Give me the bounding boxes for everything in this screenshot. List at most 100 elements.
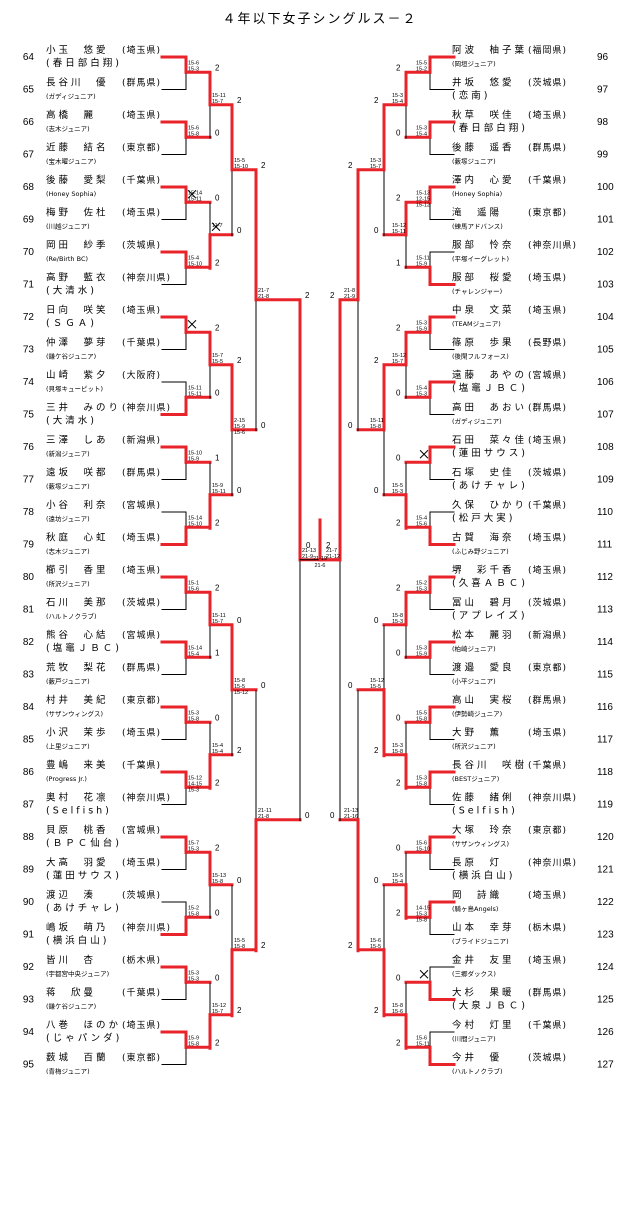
- R-r2-m7-score-1: 15-5: [392, 873, 403, 879]
- player-78-club: (遠坊ジュニア): [46, 514, 90, 523]
- R-r1-m10-score-2: 15-9: [416, 651, 427, 657]
- player-70-club: (Re/Birth BC): [46, 255, 88, 263]
- L-r1-m3-score-2: 15-11: [188, 196, 202, 202]
- player-116-club: (伊勢崎ジュニア): [452, 709, 502, 718]
- R-r2-m7-score-2: 15-4: [392, 879, 403, 885]
- player-120-number: 120: [597, 832, 614, 843]
- L-r4-m1-score-2: 21-8: [258, 294, 269, 300]
- L-r2-m6-score-1: 15-4: [212, 743, 223, 749]
- player-87-number: 87: [23, 800, 35, 811]
- L-r2-m7-score-1: 15-13: [212, 873, 226, 879]
- L-r2-m6-sets-top: 0: [215, 713, 220, 722]
- L-r2-m2-sets-bottom: 2: [215, 258, 220, 267]
- L-r2-m5-sets-bottom: 1: [215, 648, 220, 657]
- player-73-prefecture: (千葉県): [122, 337, 161, 349]
- L-r2-m8-score-1: 15-12: [212, 1003, 226, 1009]
- player-65-number: 65: [23, 85, 35, 96]
- player-98-name: 秋草 咲佳: [452, 109, 515, 121]
- player-95-club: (青梅ジュニア): [46, 1067, 90, 1076]
- player-123-club: (ブライドジュニア): [452, 937, 509, 946]
- player-99-club: (藪塚ジュニア): [452, 157, 496, 166]
- player-76-number: 76: [23, 442, 35, 453]
- player-70-number: 70: [23, 247, 35, 258]
- player-100-club: (Honey Sophia): [452, 190, 502, 198]
- player-74-prefecture: (大阪府): [122, 369, 161, 381]
- R-r2-m8-sets-top: 0: [396, 973, 401, 982]
- player-117-club: (所沢ジュニア): [452, 742, 496, 751]
- L-r2-m8-sets-top: 0: [215, 973, 220, 982]
- L-r3-m3-sets-bottom: 2: [237, 746, 242, 755]
- L-r1-m14-score-1: 15-2: [188, 905, 199, 911]
- player-95-name: 薮城 百蘭: [46, 1052, 109, 1064]
- L-r2-m6-score-2: 15-4: [212, 749, 223, 755]
- L-r2-m6-sets-bottom: 2: [215, 778, 220, 787]
- player-71-name: 高野 藍衣: [46, 272, 109, 284]
- L-r2-m3-sets-bottom: 0: [215, 388, 220, 397]
- L-r2-m4-sets-top: 1: [215, 453, 220, 462]
- player-70-name: 岡田 紗季: [46, 239, 109, 251]
- player-65-name: 長谷川 優: [46, 77, 109, 89]
- player-92-name: 皆川 杏: [46, 954, 96, 966]
- player-66-prefecture: (埼玉県): [122, 109, 161, 121]
- R-r2-m3-sets-bottom: 0: [396, 388, 401, 397]
- R-r1-m13-score-1: 15-6: [416, 840, 427, 846]
- player-74-name: 山崎 紫夕: [46, 369, 109, 381]
- player-107-number: 107: [597, 410, 614, 421]
- R-r3-m1-sets-top: 2: [374, 96, 379, 105]
- final-sets-left: 0: [306, 541, 311, 550]
- player-90-prefecture: (茨城県): [122, 889, 161, 901]
- R-r3-m2-score-1: 15-11: [370, 418, 384, 424]
- L-r3-m3-score-3: 15-12: [234, 690, 248, 696]
- player-123-name: 山本 幸芽: [452, 922, 515, 934]
- R-r1-m12-score-1: 15-3: [416, 775, 427, 781]
- R-r4-m1-score-2: 21-9: [344, 294, 355, 300]
- R-r2-m1-sets-bottom: 0: [396, 128, 401, 137]
- player-85-club: (上里ジュニア): [46, 742, 90, 751]
- R-r1-m4-score-1: 15-11: [416, 255, 430, 261]
- player-112-club: (久喜ＡＢＣ): [452, 577, 528, 589]
- player-101-club: (練馬アドバンス): [452, 222, 503, 231]
- player-67-name: 近藤 結名: [46, 142, 109, 154]
- player-107-name: 高田 あおい: [452, 402, 527, 414]
- player-125-name: 大杉 果暖: [452, 987, 515, 999]
- R-r1-m5-score-1: 15-3: [416, 320, 427, 326]
- player-77-name: 遠坂 咲都: [46, 467, 109, 479]
- player-118-name: 長谷川 咲樹: [452, 759, 527, 771]
- L-r1-m8-score-1: 15-14: [188, 515, 202, 521]
- player-110-number: 110: [597, 507, 613, 518]
- L-r1-m15-score-2: 15-3: [188, 976, 199, 982]
- player-85-number: 85: [23, 735, 35, 746]
- player-65-prefecture: (群馬県): [122, 77, 161, 89]
- L-r1-m3-score-1: 15-14: [188, 190, 202, 196]
- player-81-name: 石川 美那: [46, 597, 109, 609]
- player-106-name: 遠藤 あやの: [452, 369, 527, 381]
- final-score-2: 21-6: [314, 563, 325, 569]
- L-r2-m1-sets-bottom: 0: [215, 128, 220, 137]
- player-115-club: (小平ジュニア): [452, 677, 496, 686]
- player-77-prefecture: (群馬県): [122, 467, 161, 479]
- L-r2-m8-score-2: 15-7: [212, 1009, 223, 1015]
- player-83-club: (藪戸ジュニア): [46, 677, 90, 686]
- player-118-club: (BESTジュニア): [452, 775, 499, 783]
- player-105-prefecture: (長野県): [528, 338, 567, 349]
- player-82-number: 82: [23, 637, 35, 648]
- L-r4-m2-score-1: 21-11: [258, 808, 272, 814]
- player-73-club: (鎌ケ谷ジュニア): [46, 352, 96, 361]
- player-120-prefecture: (東京都): [528, 824, 567, 836]
- player-87-club: (Selfish): [46, 806, 112, 817]
- L-r3-m2-score-2: 15-9: [234, 424, 245, 430]
- final-sets-right: 2: [326, 541, 331, 550]
- player-64-name: 小玉 悠愛: [46, 44, 109, 56]
- R-r2-m2-sets-bottom: 1: [396, 258, 401, 267]
- player-81-club: (ハルトノクラブ): [46, 612, 97, 621]
- player-102-club: (平塚イーグレット): [452, 254, 509, 263]
- L-r2-m7-score-2: 15-8: [212, 879, 223, 885]
- player-75-number: 75: [23, 410, 35, 421]
- player-96-prefecture: (福岡県): [528, 44, 567, 56]
- player-66-number: 66: [23, 117, 35, 128]
- L-r1-m9-score-2: 15-6: [188, 586, 199, 592]
- player-110-prefecture: (千葉県): [528, 499, 567, 511]
- player-112-prefecture: (埼玉県): [528, 564, 567, 576]
- player-118-prefecture: (千葉県): [528, 759, 567, 771]
- L-r1-m9-score-1: 15-1: [188, 580, 199, 586]
